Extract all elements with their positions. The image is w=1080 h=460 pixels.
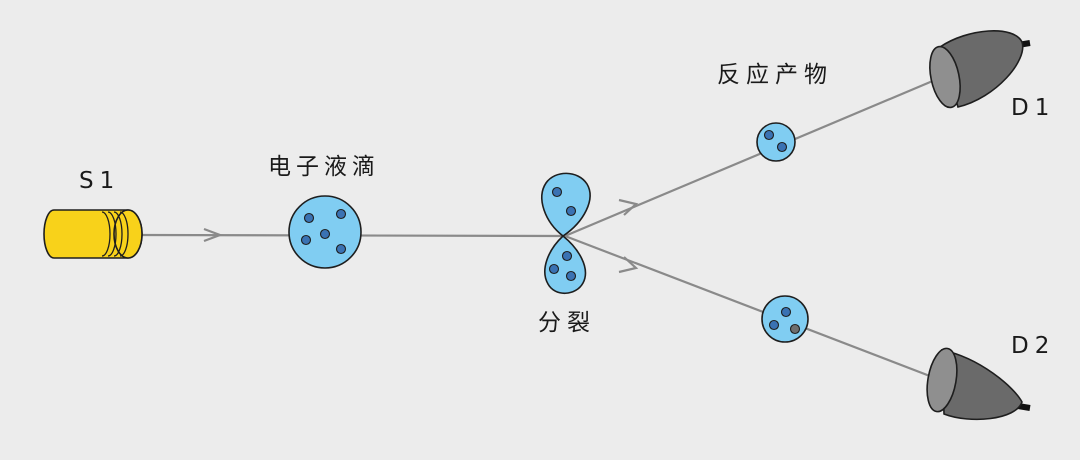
source-label: S1 [79, 168, 121, 194]
detector-d1 [929, 30, 1031, 109]
arrow-incoming-icon [203, 227, 224, 243]
split-label: 分裂 [538, 310, 596, 336]
detector-d2 [926, 347, 1031, 421]
source-s1 [43, 209, 143, 259]
upper-beam [564, 78, 936, 238]
droplet-label: 电子液滴 [268, 154, 380, 180]
arrow-upper-icon [618, 198, 639, 216]
electron-droplet [288, 195, 362, 269]
detector1-label: D1 [1011, 95, 1056, 121]
product-droplet-upper [756, 122, 796, 162]
product-droplet-lower [761, 295, 809, 343]
products-label: 反应产物 [717, 62, 833, 88]
splitting-droplet [541, 172, 591, 295]
arrow-lower-icon [618, 256, 639, 274]
detector2-label: D2 [1011, 333, 1056, 359]
lower-beam [564, 234, 936, 380]
